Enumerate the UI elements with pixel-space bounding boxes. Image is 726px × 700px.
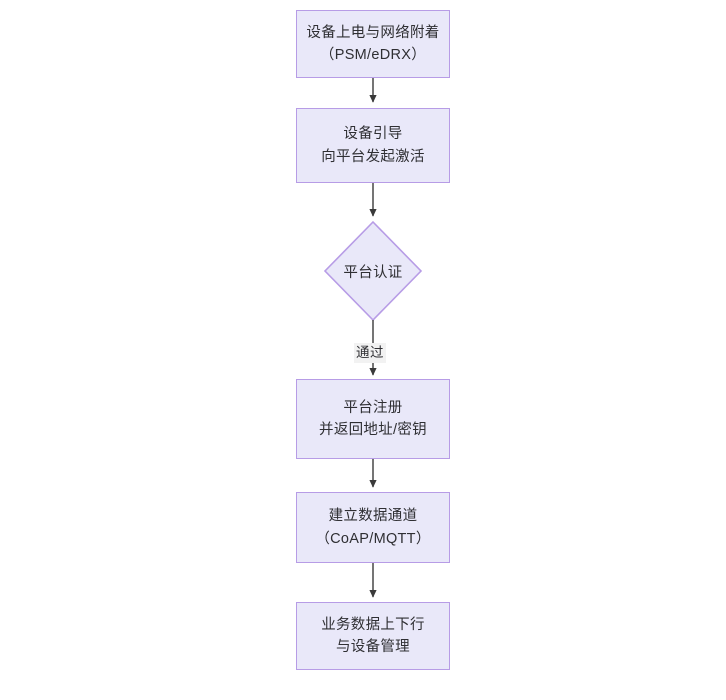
- decision-diamond-platform-auth: [323, 220, 423, 322]
- node-platform-register[interactable]: 平台注册 并返回地址/密钥: [296, 379, 450, 459]
- node-device-bootstrap[interactable]: 设备引导 向平台发起激活: [296, 108, 450, 183]
- node-label: 业务数据上下行 与设备管理: [321, 616, 425, 655]
- node-label: 设备上电与网络附着 （PSM/eDRX）: [306, 24, 440, 63]
- node-business-data-and-device-management[interactable]: 业务数据上下行 与设备管理: [296, 602, 450, 670]
- node-label: 设备引导 向平台发起激活: [321, 126, 425, 165]
- node-device-power-on[interactable]: 设备上电与网络附着 （PSM/eDRX）: [296, 10, 450, 78]
- node-establish-data-channel[interactable]: 建立数据通道 （CoAP/MQTT）: [296, 492, 450, 563]
- node-label: 建立数据通道 （CoAP/MQTT）: [315, 508, 431, 547]
- edge-label-pass: 通过: [354, 343, 386, 363]
- node-label: 平台注册 并返回地址/密钥: [319, 399, 427, 438]
